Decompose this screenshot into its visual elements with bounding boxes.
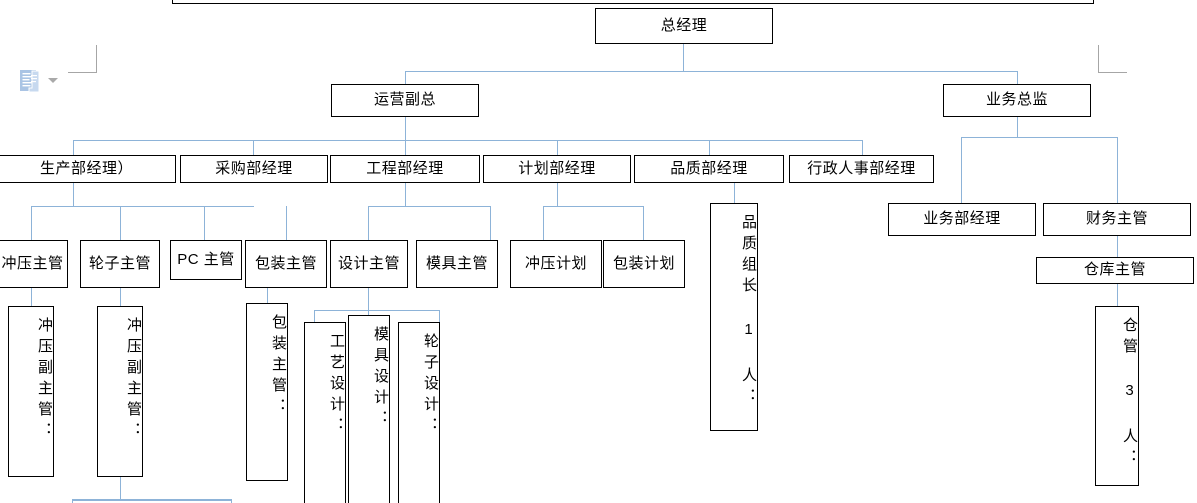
node-business-director[interactable]: 业务总监 bbox=[943, 84, 1091, 117]
node-production-manager[interactable]: 生产部经理） bbox=[0, 155, 176, 183]
margin-corner-mark-right bbox=[1098, 45, 1128, 73]
connector-engineering-down bbox=[405, 182, 406, 206]
connector-to-admin-hr bbox=[862, 140, 863, 155]
node-stamping-deputy-2[interactable]: 冲压副主管： bbox=[97, 306, 143, 477]
connector-to-quality bbox=[709, 140, 710, 155]
connector-to-stamping-sup bbox=[31, 206, 32, 240]
connector-finance-down bbox=[1117, 236, 1118, 257]
node-mold-design[interactable]: 模具设计： bbox=[348, 315, 390, 503]
connector-to-mold-sup bbox=[490, 206, 491, 240]
node-packaging-supervisor[interactable]: 包装主管 bbox=[245, 240, 327, 288]
connector-to-production bbox=[73, 140, 74, 155]
connector-quality-down bbox=[734, 182, 735, 203]
node-mold-supervisor[interactable]: 模具主管 bbox=[416, 240, 498, 288]
connector-warehouse-down bbox=[1117, 284, 1118, 306]
connector-to-stamping-plan bbox=[543, 206, 544, 240]
connector-to-pc-sup bbox=[204, 206, 205, 240]
connector-to-packaging-plan bbox=[643, 206, 644, 240]
connector-stamping-sup-down bbox=[31, 288, 32, 306]
node-packaging-plan[interactable]: 包装计划 bbox=[603, 240, 685, 288]
connector-to-operations-vp bbox=[405, 71, 406, 84]
connector-packaging-sup-down bbox=[267, 288, 268, 303]
connector-to-process-design bbox=[314, 310, 315, 322]
node-quality-team-leader[interactable]: 品质组长 1 人： bbox=[710, 203, 758, 431]
connector-to-packaging-sup bbox=[286, 206, 287, 240]
node-process-design[interactable]: 工艺设计： bbox=[304, 322, 346, 503]
connector-gm-down bbox=[683, 43, 684, 71]
node-engineering-manager[interactable]: 工程部经理 bbox=[330, 155, 480, 183]
connector-planning-bus bbox=[543, 206, 643, 207]
node-stamping-plan[interactable]: 冲压计划 bbox=[510, 240, 602, 288]
connector-bd-down bbox=[1017, 116, 1018, 137]
node-quality-manager[interactable]: 品质部经理 bbox=[634, 155, 784, 183]
node-pc-supervisor[interactable]: PC 主管 bbox=[170, 240, 242, 280]
connector-departments-bus bbox=[73, 140, 863, 141]
node-purchasing-manager[interactable]: 采购部经理 bbox=[180, 155, 328, 183]
connector-bottom-right-stub bbox=[231, 499, 232, 503]
connector-to-wheel-design bbox=[439, 310, 440, 322]
chevron-down-icon[interactable] bbox=[48, 78, 58, 83]
connector-stamping-deputy-down bbox=[120, 477, 121, 499]
node-design-supervisor[interactable]: 设计主管 bbox=[330, 240, 408, 288]
connector-to-business-director bbox=[1017, 71, 1018, 84]
node-operations-vp[interactable]: 运营副总 bbox=[331, 84, 479, 117]
node-planning-manager[interactable]: 计划部经理 bbox=[483, 155, 631, 183]
connector-to-design-sup bbox=[368, 206, 369, 240]
node-general-manager[interactable]: 总经理 bbox=[595, 8, 773, 44]
node-admin-hr-manager[interactable]: 行政人事部经理 bbox=[789, 155, 934, 183]
connector-bottom-left-stub bbox=[72, 499, 73, 503]
connector-to-purchasing bbox=[253, 140, 254, 155]
paste-clipboard-icon[interactable] bbox=[20, 70, 40, 92]
connector-production-bus bbox=[31, 206, 254, 207]
connector-production-down bbox=[73, 182, 74, 206]
connector-to-wheel-sup bbox=[120, 206, 121, 240]
connector-to-sales-manager bbox=[961, 137, 962, 203]
margin-corner-mark-left bbox=[68, 45, 98, 73]
connector-bd-bus bbox=[961, 137, 1118, 138]
connector-level2-bus bbox=[405, 71, 1018, 72]
node-packaging-supervisor-detail[interactable]: 包装主管： bbox=[246, 303, 288, 481]
connector-bottom-bus-clipped bbox=[72, 499, 232, 501]
connector-ops-down bbox=[405, 116, 406, 140]
connector-to-planning bbox=[557, 140, 558, 155]
node-wheel-design[interactable]: 轮子设计： bbox=[398, 322, 440, 503]
node-stamping-supervisor[interactable]: 冲压主管 bbox=[0, 240, 68, 288]
node-finance-supervisor[interactable]: 财务主管 bbox=[1043, 203, 1191, 236]
paste-options-control[interactable] bbox=[20, 70, 66, 92]
connector-wheel-sup-down bbox=[120, 288, 121, 306]
node-warehouse-supervisor[interactable]: 仓库主管 bbox=[1036, 257, 1194, 284]
connector-design-sup-down bbox=[368, 288, 369, 310]
clipped-top-box[interactable] bbox=[172, 0, 1094, 4]
node-sales-manager[interactable]: 业务部经理 bbox=[888, 203, 1036, 236]
connector-to-engineering bbox=[405, 140, 406, 155]
connector-design-bus bbox=[314, 310, 439, 311]
connector-planning-down bbox=[557, 182, 558, 206]
connector-engineering-bus bbox=[368, 206, 490, 207]
node-stamping-deputy-1[interactable]: 冲压副主管： bbox=[8, 306, 54, 477]
node-warehouse-keeper[interactable]: 仓管 3 人： bbox=[1095, 306, 1139, 486]
connector-to-finance-sup bbox=[1117, 137, 1118, 203]
node-wheel-supervisor[interactable]: 轮子主管 bbox=[80, 240, 160, 288]
